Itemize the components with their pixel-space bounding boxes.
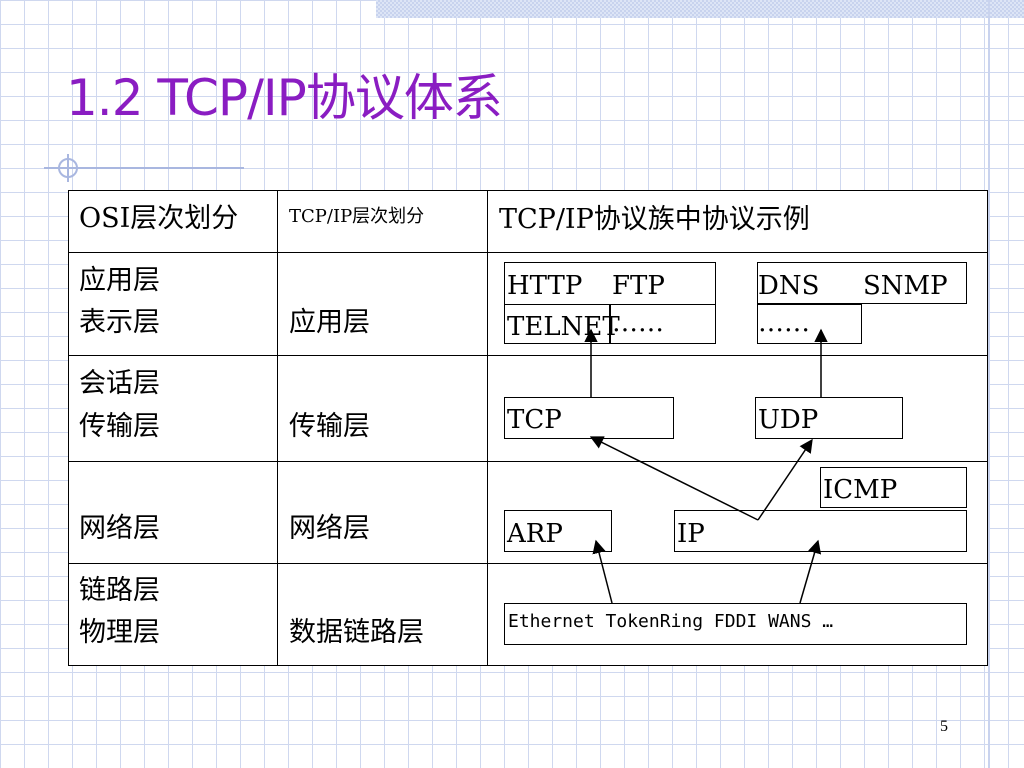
osi-layer: 传输层: [79, 411, 160, 442]
protocol-http: HTTP: [507, 271, 583, 301]
table-col-divider: [277, 191, 278, 665]
osi-layer: 应用层: [79, 265, 160, 296]
tcpip-layer: 数据链路层: [289, 617, 424, 648]
page-number: 5: [940, 718, 948, 735]
tcpip-layer: 传输层: [289, 411, 370, 442]
protocol-ip: IP: [677, 519, 705, 549]
header-examples: TCP/IP协议族中协议示例: [499, 204, 810, 235]
table-col-divider: [487, 191, 488, 665]
table-row-divider: [69, 355, 987, 356]
tcpip-layer: 应用层: [289, 307, 370, 338]
top-decorative-band: [376, 0, 1024, 18]
header-osi: OSI层次划分: [79, 203, 239, 234]
table-row-divider: [69, 563, 987, 564]
protocol-icmp: ICMP: [823, 475, 898, 505]
link-layer-protocols: Ethernet TokenRing FDDI WANS …: [508, 611, 834, 632]
link-layer-box: [504, 603, 967, 645]
protocol-more-right: ……: [758, 308, 810, 338]
tcpip-layer: 网络层: [289, 513, 370, 544]
app-more-box-right: [757, 304, 862, 344]
ip-box: [674, 510, 967, 552]
osi-layer: 物理层: [79, 617, 160, 648]
osi-layer: 网络层: [79, 513, 160, 544]
protocol-arp: ARP: [507, 519, 563, 549]
protocol-snmp: SNMP: [863, 271, 948, 301]
icmp-box: [820, 467, 967, 508]
protocol-tcp: TCP: [507, 405, 562, 435]
table-row-divider: [69, 461, 987, 462]
right-decorative-line: [988, 0, 990, 768]
tcp-box: [504, 397, 674, 439]
protocol-dns: DNS: [758, 271, 820, 301]
app-protocol-box-right: [757, 262, 967, 304]
osi-layer: 链路层: [79, 575, 160, 606]
table-row-divider: [69, 252, 987, 253]
udp-box: [755, 397, 903, 439]
app-more-box-left: [610, 304, 716, 344]
slide-title: 1.2 TCP/IP协议体系: [66, 69, 503, 127]
protocol-telnet: TELNET: [507, 312, 620, 342]
osi-layer: 表示层: [79, 307, 160, 338]
crosshair-decoration-icon: [44, 154, 244, 182]
protocol-udp: UDP: [758, 405, 819, 435]
header-tcpip: TCP/IP层次划分: [289, 206, 425, 227]
protocol-ftp: FTP: [612, 271, 665, 301]
protocol-more-left: ……: [612, 308, 664, 338]
osi-layer: 会话层: [79, 368, 160, 399]
